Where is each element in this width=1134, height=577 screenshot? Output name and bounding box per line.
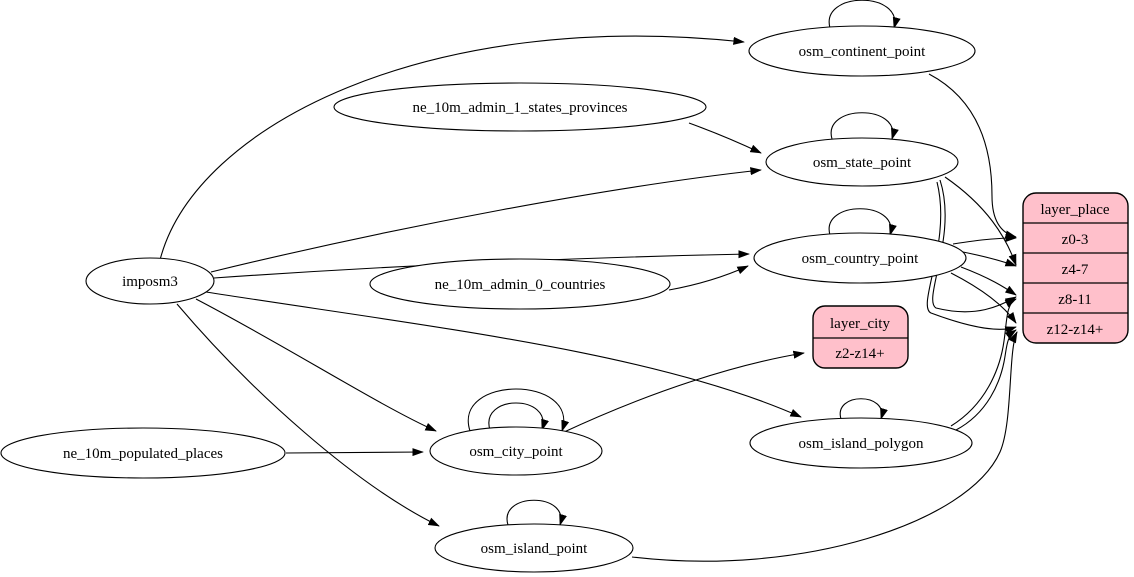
- imposm3-label: imposm3: [122, 274, 178, 290]
- osm_city_point-shape: [429, 426, 603, 476]
- osm_island_point-label: osm_island_point: [481, 541, 589, 557]
- layer_city-title: layer_city: [830, 316, 890, 332]
- node-osm_continent_point: osm_continent_point: [748, 25, 976, 77]
- ne_10m_admin_1_states_provinces-shape: [333, 82, 707, 132]
- node-imposm3: imposm3: [85, 257, 215, 305]
- edge-osm_country_point-z0-3: [952, 233, 1017, 245]
- imposm3-shape: [85, 257, 215, 305]
- edge-osm_island_point-z12-z14: [631, 331, 1018, 562]
- node-ne_10m_admin_1_states_provinces: ne_10m_admin_1_states_provinces: [333, 82, 707, 132]
- edge-osm_country_point-z8-11: [960, 266, 1017, 296]
- ne_10m_admin_0_countries-shape: [369, 258, 671, 310]
- layer_place-box: [1022, 192, 1129, 344]
- ne_10m_populated_places-shape: [0, 427, 286, 479]
- node-layer_city: layer_city z2-z14+: [812, 305, 909, 369]
- edge-ne_10m_admin_1_states_provinces-osm_state_point: [688, 122, 762, 154]
- layer_place-title: layer_place: [1040, 202, 1109, 218]
- node-osm_state_point: osm_state_point: [765, 137, 959, 187]
- osm_island_point-shape: [434, 523, 634, 573]
- selfloop-osm_continent_point: [828, 0, 901, 29]
- edge-osm_state_point-z8-11: [932, 179, 1017, 313]
- osm_country_point-shape: [753, 232, 967, 284]
- edges: [159, 0, 1018, 562]
- selfloop-osm_country_point: [828, 208, 897, 236]
- edge-imposm3-osm_state_point: [210, 167, 762, 273]
- osm_island_polygon-label: osm_island_polygon: [798, 436, 924, 452]
- edge-osm_country_point-z12-z14: [950, 272, 1017, 324]
- edge-ne_10m_admin_0_countries-osm_country_point: [668, 265, 749, 291]
- selfloop-osm_city_point-outer: [467, 388, 570, 432]
- osm_continent_point-label: osm_continent_point: [799, 44, 926, 60]
- osm_continent_point-shape: [748, 25, 976, 77]
- edge-osm_city_point-layer_city: [561, 350, 805, 434]
- node-osm_city_point: osm_city_point: [429, 426, 603, 476]
- layer_city-row-z2-z14: z2-z14+: [835, 346, 884, 362]
- osm_island_polygon-shape: [749, 417, 973, 469]
- node-layer_place: layer_place z0-3 z4-7 z8-11 z12-z14+: [1022, 192, 1129, 344]
- node-ne_10m_populated_places: ne_10m_populated_places: [0, 427, 286, 479]
- selfloop-osm_island_point: [506, 499, 567, 526]
- edge-imposm3-osm_island_polygon: [205, 291, 802, 418]
- selfloop-osm_state_point: [830, 112, 899, 140]
- layer_city-box: [812, 305, 909, 369]
- osm_state_point-label: osm_state_point: [813, 155, 912, 171]
- osm_state_point-shape: [765, 137, 959, 187]
- node-osm_country_point: osm_country_point: [753, 232, 967, 284]
- osm_country_point-label: osm_country_point: [802, 251, 919, 267]
- edge-osm_island_polygon-z12-z14: [955, 329, 1017, 431]
- layer_place-row-z12-z14: z12-z14+: [1047, 322, 1104, 338]
- layer_place-row-z0-3: z0-3: [1062, 232, 1089, 248]
- edge-osm_continent_point-z0-3: [928, 73, 1017, 239]
- ne_10m_admin_0_countries-label: ne_10m_admin_0_countries: [435, 277, 606, 293]
- node-osm_island_polygon: osm_island_polygon: [749, 417, 973, 469]
- edge-imposm3-osm_city_point: [195, 298, 437, 432]
- layer_place-row-z4-7: z4-7: [1062, 262, 1089, 278]
- edge-imposm3-osm_continent_point: [159, 35, 745, 261]
- ne_10m_populated_places-label: ne_10m_populated_places: [63, 446, 223, 462]
- node-ne_10m_admin_0_countries: ne_10m_admin_0_countries: [369, 258, 671, 310]
- edge-osm_state_point-z4-7: [944, 176, 1017, 266]
- layer_place-row-z8-11: z8-11: [1058, 292, 1092, 308]
- edge-osm_island_polygon-z8-11: [950, 298, 1017, 427]
- edge-osm_state_point-z12-z14: [926, 181, 1017, 335]
- selfloop-osm_island_polygon: [839, 398, 888, 420]
- edge-osm_country_point-z4-7: [962, 251, 1017, 267]
- selfloop-osm_city_point-inner: [488, 402, 549, 431]
- osm_city_point-label: osm_city_point: [469, 444, 563, 460]
- node-osm_island_point: osm_island_point: [434, 523, 634, 573]
- edge-imposm3-osm_island_point: [176, 303, 440, 527]
- edge-ne_10m_populated_places-osm_city_point: [285, 448, 424, 457]
- ne_10m_admin_1_states_provinces-label: ne_10m_admin_1_states_provinces: [413, 100, 628, 116]
